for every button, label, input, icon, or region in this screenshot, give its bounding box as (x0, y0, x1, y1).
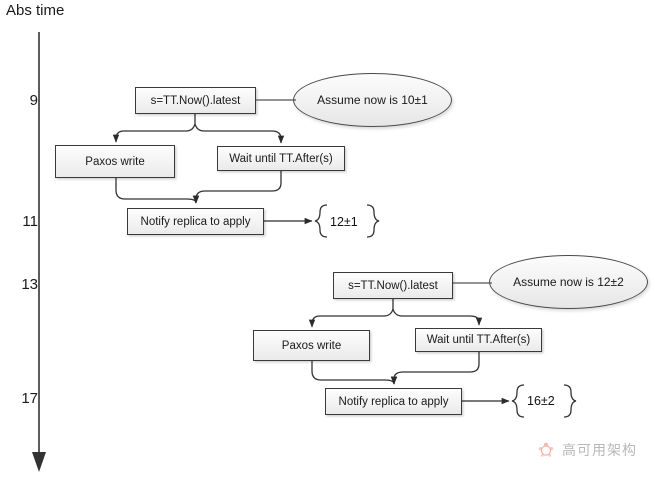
edge-wait-to-notify-1 (192, 171, 282, 204)
axis-arrow-icon (32, 452, 46, 472)
edge-paxos-to-notify-1 (115, 178, 200, 204)
edge-start-to-paxos-1 (112, 123, 196, 143)
node-wait-1: Wait until TT.After(s) (217, 146, 345, 171)
edge-start-to-paxos-2 (308, 308, 394, 328)
watermark: 高可用架构 (536, 440, 637, 460)
annotation-assume-2: Assume now is 12±2 (489, 255, 648, 309)
node-notify-1: Notify replica to apply (127, 208, 264, 235)
result-label-2: 16±2 (527, 394, 555, 408)
brace-right-1 (366, 204, 380, 238)
node-wait-2: Wait until TT.After(s) (415, 328, 542, 352)
edge-paxos-to-notify-2 (311, 361, 398, 385)
node-start-2: s=TT.Now().latest (333, 272, 453, 299)
result-label-1: 12±1 (330, 215, 358, 229)
edge-start-to-wait-2 (392, 308, 483, 326)
annotation-assume-1: Assume now is 10±1 (293, 73, 452, 127)
flower-logo-icon (538, 442, 554, 457)
edge-start-to-wait-1 (194, 123, 285, 144)
axis-tick-9: 9 (29, 92, 38, 109)
axis-tick-17: 17 (21, 390, 38, 407)
brace-left-2 (511, 384, 525, 418)
axis-title: Abs time (6, 2, 65, 19)
node-notify-2: Notify replica to apply (325, 388, 462, 415)
axis-tick-13: 13 (21, 276, 38, 293)
brace-left-1 (314, 204, 328, 238)
node-paxos-1: Paxos write (55, 145, 175, 178)
watermark-text: 高可用架构 (562, 442, 637, 458)
brace-right-2 (563, 384, 577, 418)
edge-wait-to-notify-2 (390, 352, 480, 385)
node-paxos-2: Paxos write (253, 330, 370, 361)
node-start-1: s=TT.Now().latest (135, 87, 256, 114)
axis-tick-11: 11 (22, 213, 38, 230)
